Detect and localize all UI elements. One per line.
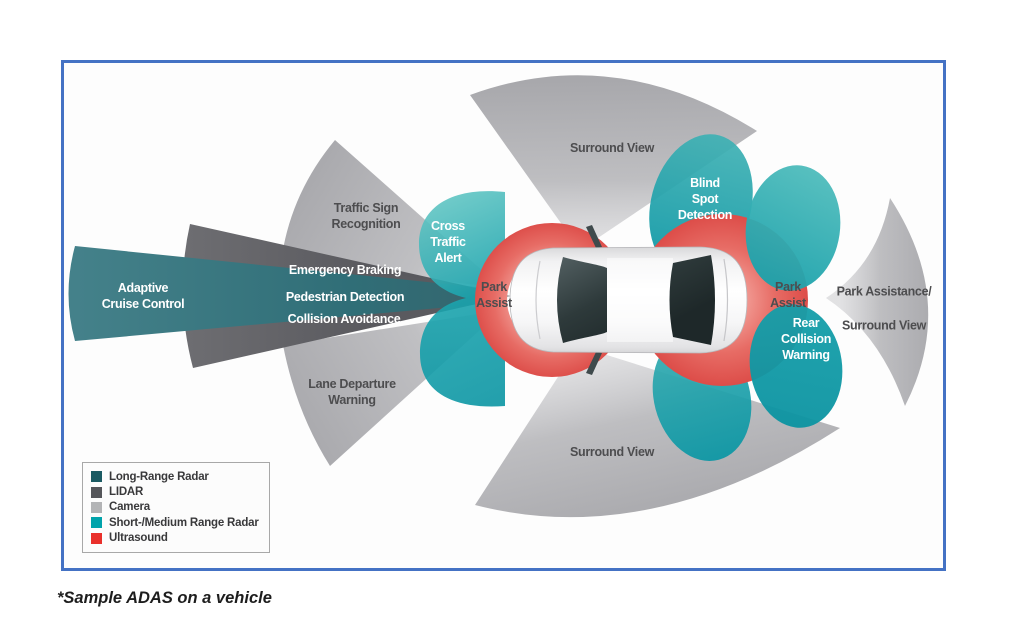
label-park-assistance-surround-view: Park Assistance/ Surround View — [836, 284, 932, 333]
label-collision-avoidance: Collision Avoidance — [287, 312, 401, 326]
label-emergency-braking: Emergency Braking — [288, 263, 402, 277]
zone-rear-collision-warning-upper — [745, 165, 841, 291]
legend-label: Long-Range Radar — [109, 470, 209, 483]
label-park-assist-rear: Park Assist — [770, 280, 806, 310]
legend-swatch-short-medium-range-radar — [91, 517, 102, 529]
label-surround-view-top: Surround View — [569, 141, 655, 155]
figure-caption: *Sample ADAS on a vehicle — [57, 589, 272, 607]
zone-rear-collision-warning-lower — [749, 304, 843, 428]
legend-item-lidar: LIDAR — [91, 486, 263, 498]
legend-item-long-range-radar: Long-Range Radar — [91, 471, 263, 483]
car-windshield — [557, 257, 607, 343]
zone-surround-view-bottom — [475, 346, 840, 518]
legend-label: Camera — [109, 501, 150, 514]
label-rear-collision-warning: Rear Collision Warning — [780, 316, 832, 362]
car-roof — [607, 258, 673, 342]
legend-label: Short-/Medium Range Radar — [109, 516, 259, 529]
zone-cross-traffic-alert — [419, 191, 505, 407]
legend-swatch-camera — [91, 501, 102, 513]
legend-item-camera: Camera — [91, 501, 263, 513]
car-trunk-line — [723, 258, 729, 342]
label-surround-view-bottom: Surround View — [569, 445, 655, 459]
legend-swatch-long-range-radar — [91, 471, 102, 483]
zone-surround-view-top — [470, 75, 757, 250]
car-hood-line — [535, 260, 541, 340]
legend-item-ultrasound: Ultrasound — [91, 532, 263, 544]
legend: Long-Range Radar LIDAR Camera Short-/Med… — [82, 462, 270, 553]
legend-swatch-lidar — [91, 486, 102, 498]
car-rear-window — [669, 255, 715, 345]
legend-label: LIDAR — [109, 486, 144, 499]
label-park-assist-front: Park Assist — [476, 280, 512, 310]
vehicle-top-view — [509, 225, 748, 375]
label-adaptive-cruise-control: Adaptive Cruise Control — [101, 281, 185, 311]
zone-park-assistance-surround-view — [826, 198, 929, 406]
car-mirror-left — [586, 225, 602, 248]
car-mirror-right — [586, 352, 602, 375]
label-pedestrian-detection: Pedestrian Detection — [285, 290, 405, 304]
label-lane-departure-warning: Lane Departure Warning — [308, 377, 396, 407]
zone-adaptive-cruise-control-radar — [68, 246, 505, 341]
label-traffic-sign-recognition: Traffic Sign Recognition — [331, 201, 401, 231]
legend-label: Ultrasound — [109, 532, 168, 545]
legend-item-short-medium-range-radar: Short-/Medium Range Radar — [91, 517, 263, 529]
label-cross-traffic-alert: Cross Traffic Alert — [430, 219, 466, 265]
legend-swatch-ultrasound — [91, 532, 102, 544]
label-blind-spot-detection: Blind Spot Detection — [677, 176, 733, 222]
